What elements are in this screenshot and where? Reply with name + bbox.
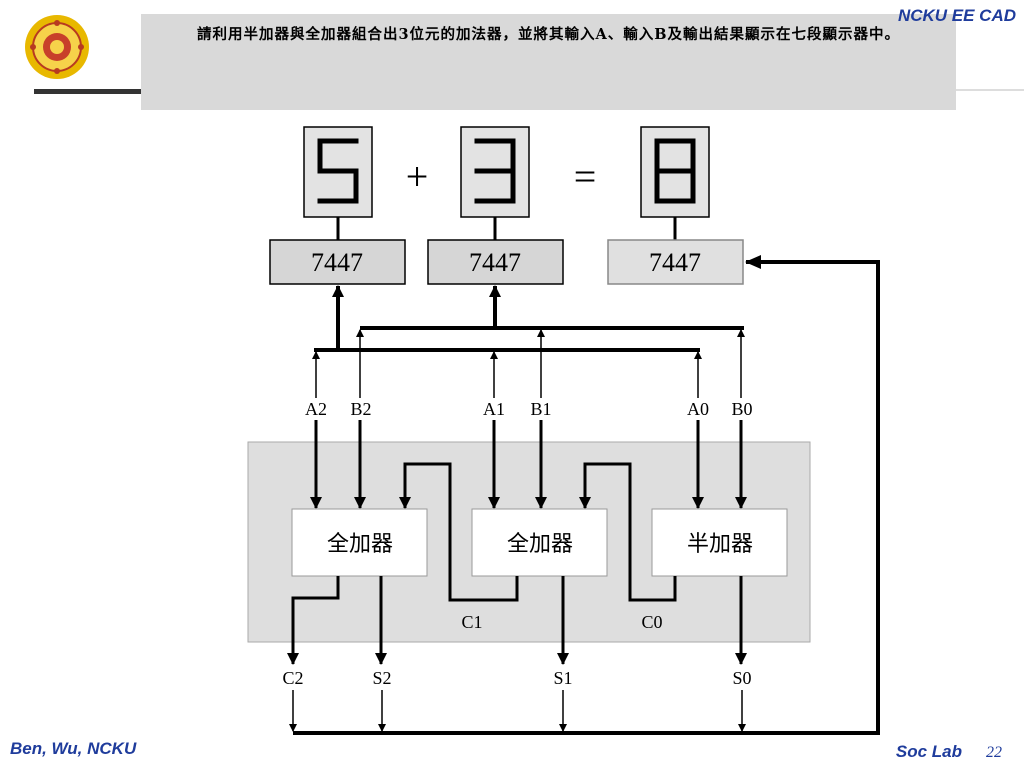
output-label-c2: C2 — [282, 668, 303, 688]
full-adder-2-label: 全加器 — [327, 532, 393, 557]
seven-segment-display-a — [303, 126, 373, 218]
full-adder-1-label: 全加器 — [507, 532, 573, 557]
footer-author: Ben, Wu, NCKU — [10, 739, 137, 758]
output-label-s0: S0 — [732, 668, 751, 688]
decoder-result-label: 7447 — [649, 248, 701, 277]
page-number: 22 — [986, 744, 1002, 761]
input-label-a2: A2 — [305, 399, 327, 419]
input-label-b0: B0 — [731, 399, 752, 419]
university-logo — [25, 15, 89, 79]
header-rule — [34, 89, 144, 94]
carry-label-c1: C1 — [461, 612, 482, 632]
equals-sign: = — [574, 154, 597, 199]
seven-segment-display-b — [460, 126, 530, 218]
decoder-b-label: 7447 — [469, 248, 521, 277]
half-adder-0-label: 半加器 — [687, 532, 753, 557]
output-label-s2: S2 — [372, 668, 391, 688]
footer-course: Soc Lab — [895, 742, 962, 761]
full-adder-2 — [291, 508, 428, 577]
decoder-a — [269, 239, 406, 285]
carry-label-c0: C0 — [641, 612, 662, 632]
decoder-b — [427, 239, 564, 285]
half-adder-0 — [651, 508, 788, 577]
decoder-result — [607, 239, 744, 285]
input-label-a1: A1 — [483, 399, 505, 419]
output-label-s1: S1 — [553, 668, 572, 688]
header-rule-light — [956, 89, 1024, 91]
brand-label: NCKU EE CAD — [897, 6, 1016, 25]
seven-segment-display-result — [640, 126, 710, 218]
plus-sign: + — [406, 154, 429, 199]
slide-title: 請利用半加器與全加器組合出3位元的加法器，並將其輸入A、輸入B及輸出結果顯示在七… — [141, 14, 956, 110]
input-label-b2: B2 — [350, 399, 371, 419]
input-label-a0: A0 — [687, 399, 709, 419]
decoder-a-label: 7447 — [311, 248, 363, 277]
input-label-b1: B1 — [530, 399, 551, 419]
full-adder-1 — [471, 508, 608, 577]
